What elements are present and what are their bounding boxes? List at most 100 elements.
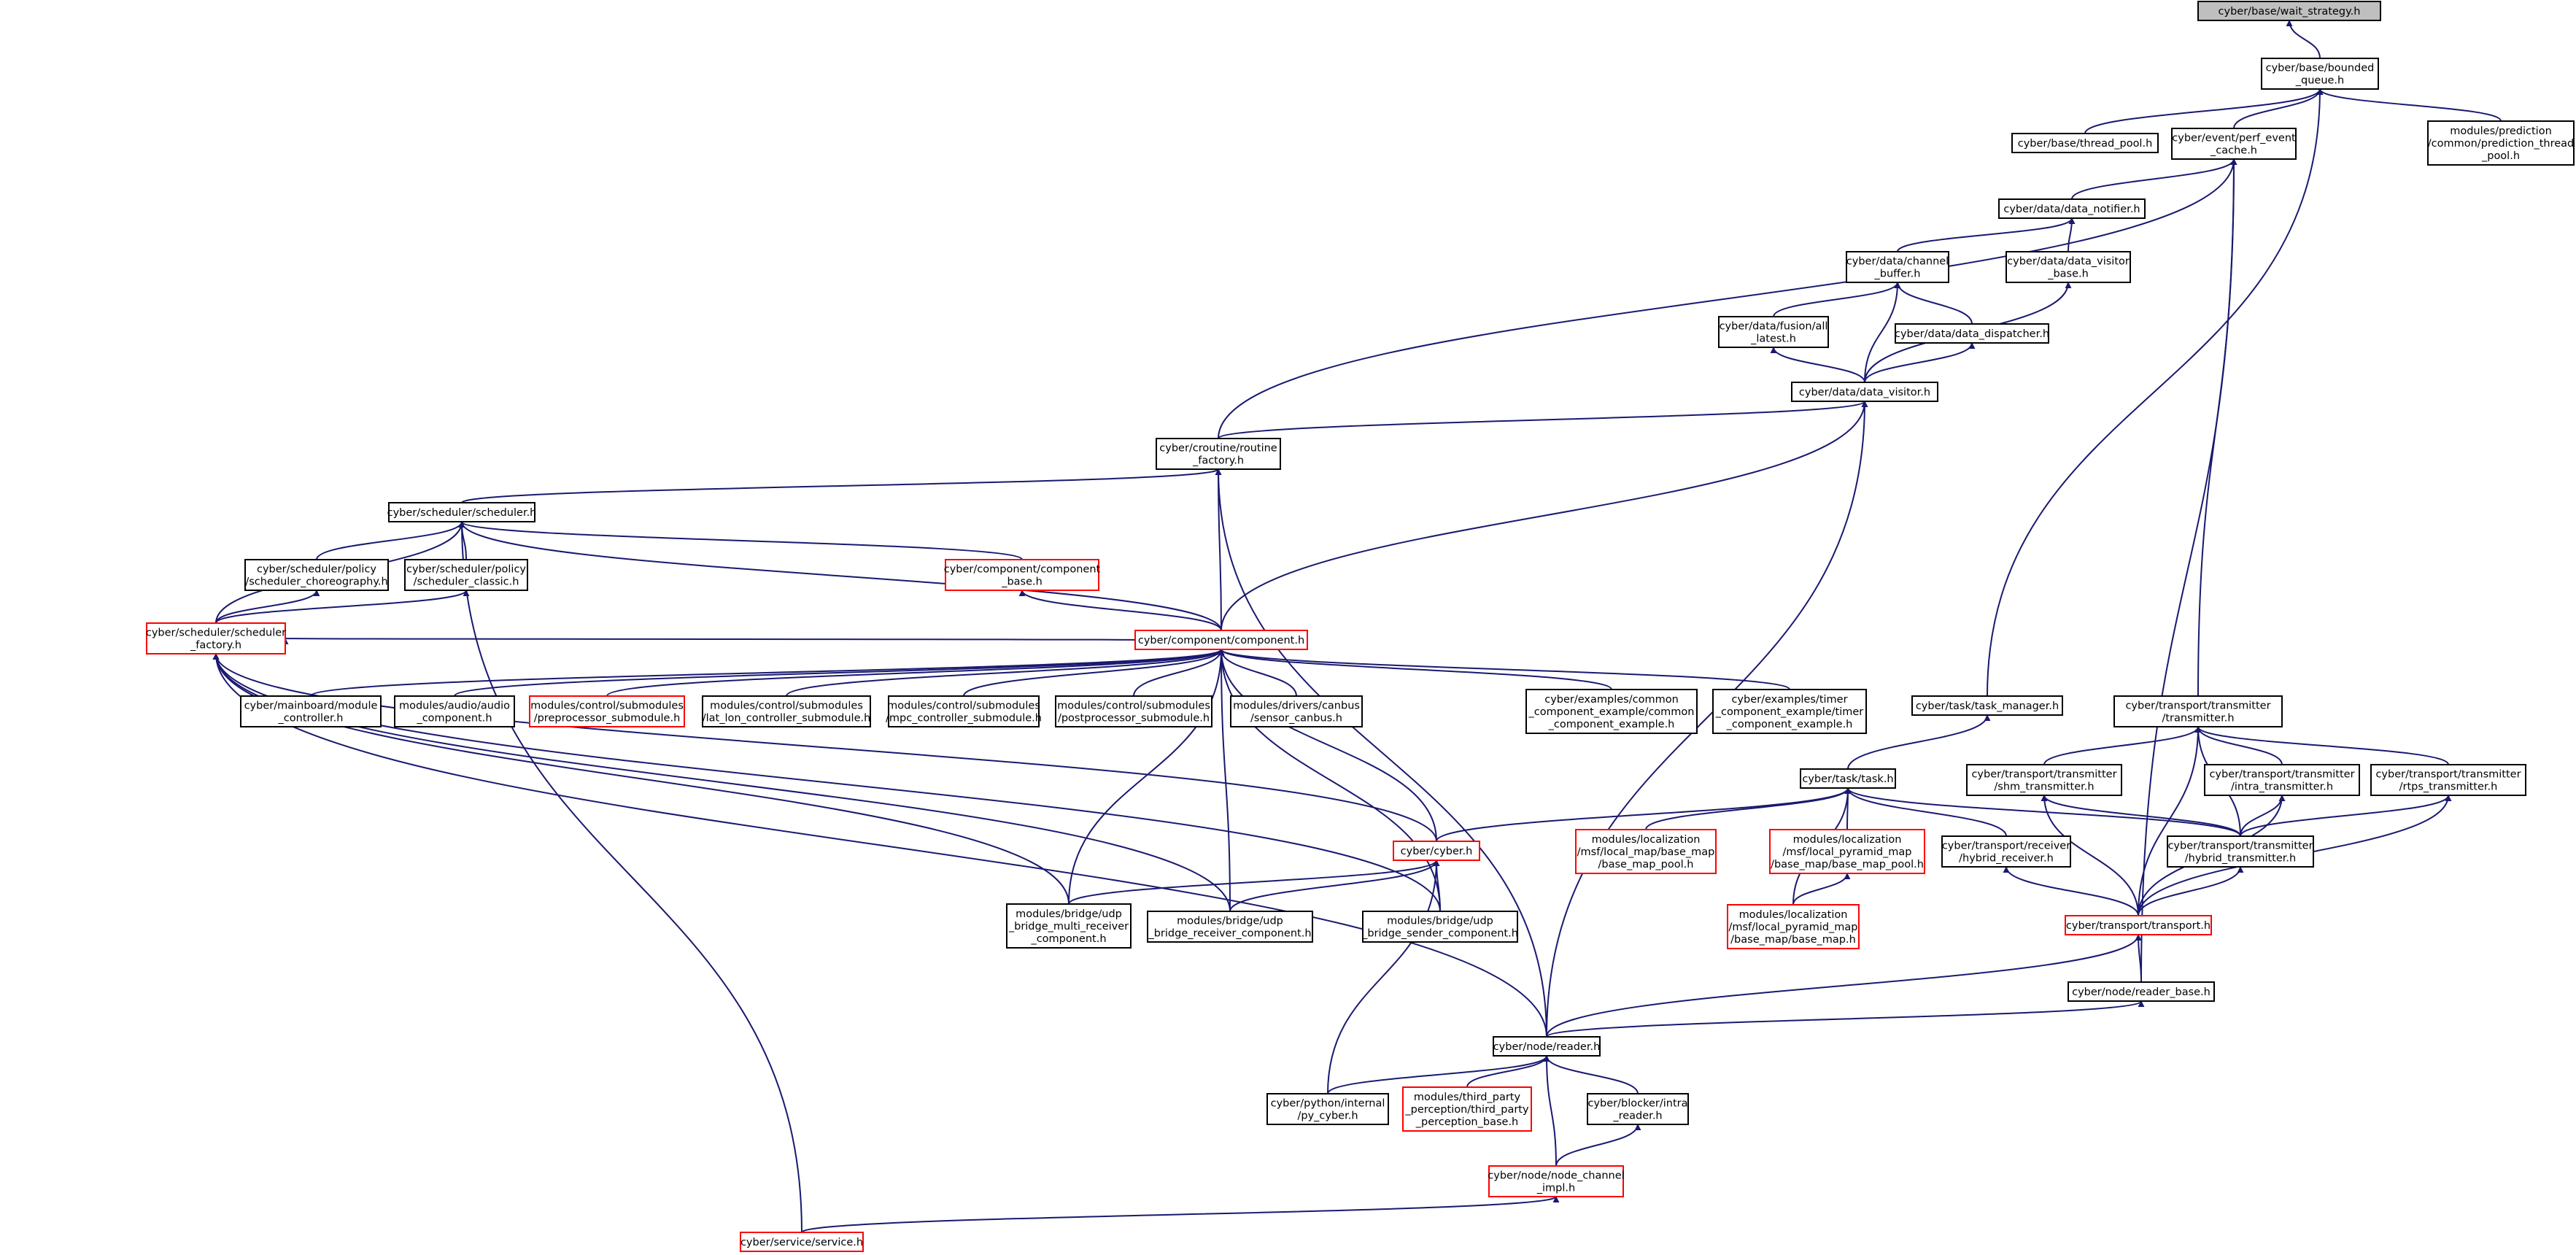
node-perf-event-cache[interactable]: cyber/event/perf_event_cache.h: [2171, 128, 2297, 160]
node-label: /preprocessor_submodule.h: [534, 713, 681, 725]
node-data-visitor[interactable]: cyber/data/data_visitor.h: [1791, 382, 1938, 402]
edge-component-to-data_visitor: [1221, 401, 1868, 631]
node-pyramid-base-map-pool[interactable]: modules/localization/msf/local_pyramid_m…: [1769, 829, 1925, 874]
node-label: _impl.h: [1536, 1183, 1575, 1194]
node-label: /py_cyber.h: [1297, 1111, 1358, 1122]
node-label: cyber/transport/transmitter: [2167, 841, 2313, 852]
node-box: [2204, 764, 2360, 796]
edge-reader-to-data_visitor: [1546, 401, 1868, 1038]
node-wait-strategy[interactable]: cyber/base/wait_strategy.h: [2197, 1, 2381, 21]
node-component-base[interactable]: cyber/component/component_base.h: [944, 559, 1101, 591]
node-routine-factory[interactable]: cyber/croutine/routine_factory.h: [1156, 438, 1281, 470]
edge-intra_transmitter-to-transmitter: [2194, 726, 2283, 765]
node-mpc-controller[interactable]: modules/control/submodules/mpc_controlle…: [886, 695, 1042, 727]
node-label: /transmitter.h: [2162, 713, 2234, 725]
node-box: [1998, 198, 2146, 219]
node-data-dispatcher[interactable]: cyber/data/data_dispatcher.h: [1895, 323, 2049, 344]
node-label: modules/control/submodules: [887, 700, 1040, 712]
node-data-notifier[interactable]: cyber/data/data_notifier.h: [1998, 198, 2146, 219]
node-module-controller[interactable]: cyber/mainboard/module_controller.h: [240, 695, 382, 727]
node-audio-component[interactable]: modules/audio/audio_component.h: [394, 695, 515, 727]
node-label: cyber/cyber.h: [1401, 846, 1473, 857]
node-box: [1846, 251, 1949, 283]
node-py-cyber[interactable]: cyber/python/internal/py_cyber.h: [1266, 1093, 1389, 1125]
edge-bridge_receiver-to-scheduler_factory: [212, 653, 1231, 912]
node-rtps-transmitter[interactable]: cyber/transport/transmitter/rtps_transmi…: [2370, 764, 2526, 796]
edge-py_cyber-to-reader: [1327, 1055, 1550, 1094]
edge-data_visitor_base-to-data_notifier: [2068, 217, 2076, 252]
node-hybrid-transmitter[interactable]: cyber/transport/transmitter/hybrid_trans…: [2167, 835, 2314, 868]
node-third-party-perception-base[interactable]: modules/third_party_perception/third_par…: [1402, 1086, 1532, 1132]
node-label: cyber/transport/transmitter: [1971, 769, 2116, 781]
node-hybrid-receiver[interactable]: cyber/transport/receiver/hybrid_receiver…: [1941, 835, 2071, 868]
node-preprocessor-submodule[interactable]: modules/control/submodules/preprocessor_…: [529, 695, 685, 727]
node-label: modules/control/submodules: [1057, 700, 1210, 712]
node-reader-base[interactable]: cyber/node/reader_base.h: [2068, 981, 2215, 1002]
edge-channel_buffer-to-data_notifier: [1897, 217, 2076, 252]
node-thread-pool[interactable]: cyber/base/thread_pool.h: [2011, 133, 2159, 153]
node-label: modules/control/submodules: [530, 700, 684, 712]
edge-hybrid_transmitter-to-shm_transmitter: [2041, 795, 2241, 837]
node-bridge-sender[interactable]: modules/bridge/udp_bridge_sender_compone…: [1361, 911, 1518, 943]
node-label: /base_map/base_map.h: [1730, 934, 1856, 946]
node-scheduler-classic[interactable]: cyber/scheduler/policy/scheduler_classic…: [404, 559, 528, 591]
node-task-manager[interactable]: cyber/task/task_manager.h: [1911, 695, 2063, 716]
node-component[interactable]: cyber/component/component.h: [1134, 630, 1308, 650]
edge-module_controller-to-component: [310, 649, 1225, 697]
edge-component-to-scheduler_factory: [285, 638, 1136, 645]
edge-routine_factory-to-perf_event_cache: [1218, 158, 2237, 439]
edge-transport-to-shm_transmitter: [2041, 795, 2139, 916]
node-label: /postprocessor_submodule.h: [1058, 713, 1210, 725]
node-label: _component_example.h: [1548, 719, 1675, 730]
node-base-map-pool[interactable]: modules/localization/msf/local_map/base_…: [1575, 829, 1717, 874]
node-box: [2197, 1, 2381, 21]
node-channel-buffer[interactable]: cyber/data/channel_buffer.h: [1846, 251, 1949, 283]
node-transmitter[interactable]: cyber/transport/transmitter/transmitter.…: [2113, 695, 2283, 727]
node-label: /rtps_transmitter.h: [2399, 781, 2498, 793]
node-label: _pool.h: [2481, 150, 2520, 162]
node-box: [1402, 1086, 1532, 1132]
node-transport[interactable]: cyber/transport/transport.h: [2065, 915, 2212, 935]
node-data-visitor-base[interactable]: cyber/data/data_visitor_base.h: [2006, 251, 2131, 283]
node-label: _reader.h: [1612, 1111, 1662, 1122]
node-label: modules/localization: [1592, 834, 1701, 846]
node-fusion-all-latest[interactable]: cyber/data/fusion/all_latest.h: [1718, 316, 1829, 348]
node-box: [244, 559, 389, 591]
node-bridge-receiver[interactable]: modules/bridge/udp_bridge_receiver_compo…: [1147, 911, 1313, 943]
node-box: [388, 502, 535, 522]
node-label: cyber/data/data_dispatcher.h: [1895, 328, 2049, 340]
node-service[interactable]: cyber/service/service.h: [740, 1232, 864, 1252]
node-bridge-multi-receiver[interactable]: modules/bridge/udp_bridge_multi_receiver…: [1006, 903, 1132, 949]
node-box: [394, 695, 515, 727]
node-box: [1895, 323, 2049, 344]
node-postprocessor-submodule[interactable]: modules/control/submodules/postprocessor…: [1055, 695, 1212, 727]
node-intra-reader[interactable]: cyber/blocker/intra_reader.h: [1587, 1093, 1689, 1125]
node-label: /base_map/base_map_pool.h: [1771, 859, 1924, 870]
node-label: /shm_transmitter.h: [1994, 781, 2094, 793]
node-sensor-canbus[interactable]: modules/drivers/canbus/sensor_canbus.h: [1230, 695, 1363, 727]
edge-timer_component_example-to-component: [1218, 649, 1790, 690]
edge-component_base-to-scheduler: [458, 521, 1023, 560]
node-scheduler[interactable]: cyber/scheduler/scheduler.h: [387, 502, 537, 522]
node-common-component-example[interactable]: cyber/examples/common_component_example/…: [1525, 689, 1698, 734]
node-node-channel-impl[interactable]: cyber/node/node_channel_impl.h: [1488, 1165, 1625, 1197]
node-cyber[interactable]: cyber/cyber.h: [1393, 841, 1480, 861]
node-box: [888, 695, 1040, 727]
node-box: [702, 695, 871, 727]
node-lat-lon-controller[interactable]: modules/control/submodules/lat_lon_contr…: [702, 695, 871, 727]
node-timer-component-example[interactable]: cyber/examples/timer_component_example/t…: [1712, 689, 1867, 734]
node-bounded-queue[interactable]: cyber/base/bounded_queue.h: [2261, 58, 2379, 90]
node-label: cyber/component/component.h: [1138, 635, 1304, 646]
node-scheduler-factory[interactable]: cyber/scheduler/scheduler_factory.h: [146, 622, 286, 654]
node-label: /scheduler_classic.h: [414, 576, 519, 588]
node-task[interactable]: cyber/task/task.h: [1800, 768, 1896, 789]
node-reader[interactable]: cyber/node/reader.h: [1493, 1036, 1601, 1057]
node-intra-transmitter[interactable]: cyber/transport/transmitter/intra_transm…: [2204, 764, 2360, 796]
node-label: /hybrid_transmitter.h: [2185, 853, 2296, 865]
node-pyramid-base-map[interactable]: modules/localization/msf/local_pyramid_m…: [1727, 904, 1860, 949]
node-scheduler-choreography[interactable]: cyber/scheduler/policy/scheduler_choreog…: [244, 559, 389, 591]
node-label: cyber/python/internal: [1271, 1098, 1385, 1110]
node-shm-transmitter[interactable]: cyber/transport/transmitter/shm_transmit…: [1966, 764, 2122, 796]
node-prediction-thread-pool[interactable]: modules/prediction/common/prediction_thr…: [2427, 120, 2575, 166]
